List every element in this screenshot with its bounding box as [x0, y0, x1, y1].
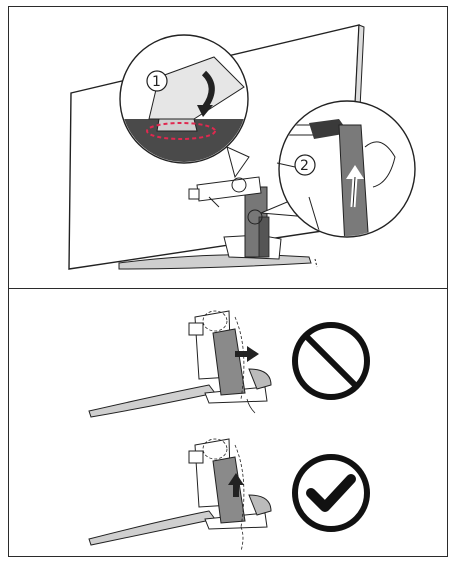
- correct-vs-incorrect-panel: [8, 289, 448, 557]
- stand-correct-illustration: [89, 439, 271, 551]
- check-circle-icon: [295, 457, 367, 529]
- step-2-label: 2: [300, 158, 309, 174]
- installation-diagram-panel: 1 2: [8, 6, 448, 289]
- stand-incorrect-illustration: [89, 311, 271, 417]
- cable-routing-comparison-illustration: [9, 289, 447, 555]
- tv-stand-attachment-illustration: 1 2: [9, 7, 447, 288]
- prohibited-circle-icon: [295, 325, 367, 397]
- step-1-label: 1: [152, 74, 161, 90]
